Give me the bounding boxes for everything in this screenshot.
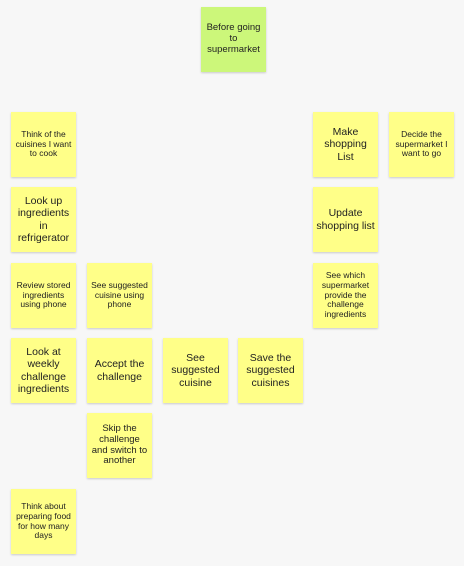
note-weekly-challenge-ingredients[interactable]: Look at weekly challenge ingredients [11, 338, 76, 403]
note-text: See suggested cuisine using phone [91, 279, 148, 310]
note-text: See which supermarket provide the challe… [321, 270, 370, 320]
note-look-up-ingredients[interactable]: Look up ingredients in refrigerator [11, 187, 76, 252]
note-text: Think about preparing food for how many … [16, 500, 71, 541]
note-text: Skip the challenge and switch to another [91, 422, 148, 467]
note-text: Save the suggested cuisines [246, 352, 295, 389]
note-think-of-cuisines[interactable]: Think of the cuisines I want to cook [11, 112, 76, 177]
note-text: Look at weekly challenge ingredients [17, 346, 70, 395]
note-preparing-food-days[interactable]: Think about preparing food for how many … [11, 489, 76, 554]
note-review-stored-ingredients[interactable]: Review stored ingredients using phone [11, 263, 76, 328]
note-text: Review stored ingredients using phone [16, 279, 71, 310]
note-before-going-to-supermarket[interactable]: Before going to supermarket [201, 7, 266, 72]
note-decide-supermarket[interactable]: Decide the supermarket I want to go [389, 112, 454, 177]
note-accept-challenge[interactable]: Accept the challenge [87, 338, 152, 403]
note-make-shopping-list[interactable]: Make shopping List [313, 112, 378, 177]
note-save-suggested-cuisines[interactable]: Save the suggested cuisines [238, 338, 303, 403]
note-see-suggested-cuisine-phone[interactable]: See suggested cuisine using phone [87, 263, 152, 328]
note-text: Before going to supermarket [206, 22, 261, 55]
note-text: Decide the supermarket I want to go [395, 128, 448, 159]
note-text: See suggested cuisine [171, 352, 220, 389]
note-skip-challenge[interactable]: Skip the challenge and switch to another [87, 413, 152, 478]
note-text: Think of the cuisines I want to cook [15, 128, 72, 159]
note-text: Look up ingredients in refrigerator [17, 195, 70, 244]
note-text: Update shopping list [316, 207, 375, 232]
note-which-supermarket-provides[interactable]: See which supermarket provide the challe… [313, 263, 378, 328]
note-text: Make shopping List [324, 126, 367, 163]
note-see-suggested-cuisine[interactable]: See suggested cuisine [163, 338, 228, 403]
note-text: Accept the challenge [94, 358, 145, 383]
note-update-shopping-list[interactable]: Update shopping list [313, 187, 378, 252]
